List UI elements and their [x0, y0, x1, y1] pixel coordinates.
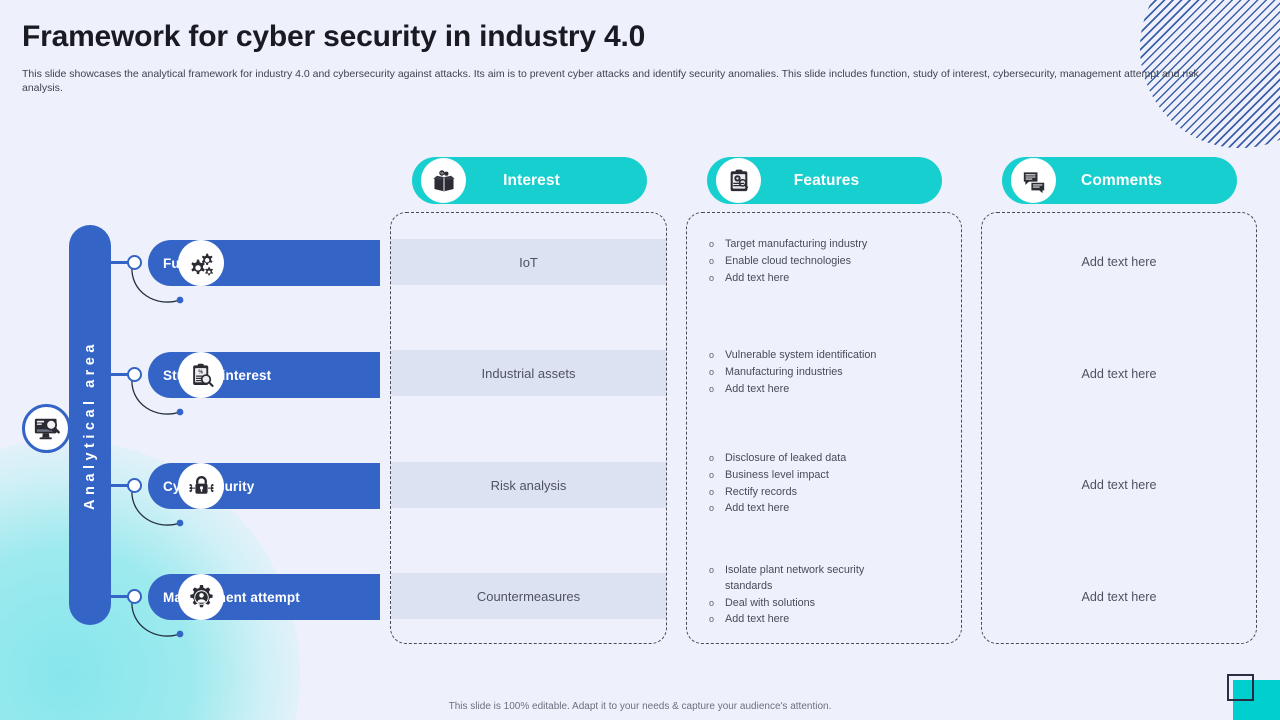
connector-line: [111, 595, 129, 598]
bullet-glyph: o: [709, 503, 715, 514]
bullet-glyph: o: [709, 469, 715, 480]
interest-cell-list: IoT Industrial assets Risk analysis Coun…: [391, 213, 666, 643]
page-title: Framework for cyber security in industry…: [22, 20, 646, 53]
chat-bubbles-icon: [1011, 158, 1056, 203]
connector-line: [111, 484, 129, 487]
clipboard-percent-search-icon: %: [178, 352, 224, 398]
feature-item: o Target manufacturing industry: [709, 237, 951, 253]
interest-cell: IoT: [391, 239, 666, 285]
slide-header: Framework for cyber security in industry…: [0, 0, 1280, 96]
feature-text: Add text here: [725, 271, 790, 284]
feature-text: Isolate plant network security standards: [725, 564, 865, 592]
connector-line: [111, 373, 129, 376]
feature-text: Target manufacturing industry: [725, 238, 868, 250]
interest-cell: Risk analysis: [391, 462, 666, 508]
feature-item: o Business level impact: [709, 468, 951, 484]
feature-item: o Vulnerable system identification: [709, 348, 951, 364]
bullet-glyph: o: [709, 453, 715, 463]
comment-cell: Add text here: [1081, 478, 1157, 492]
comment-cell: Add text here: [1081, 367, 1157, 381]
feature-text: Add text here: [725, 382, 790, 395]
connector-line: [111, 261, 129, 264]
comment-cell: Add text here: [1081, 590, 1157, 604]
feature-item: o Deal with solutions: [709, 596, 951, 612]
feature-item: o Add text here: [709, 382, 951, 398]
connector-node: [127, 478, 142, 493]
connector-node: [127, 255, 142, 270]
analytical-area-label: Analytical area: [82, 340, 98, 510]
padlock-network-icon: [178, 463, 224, 509]
column-header-features[interactable]: Features: [707, 157, 942, 204]
feature-item: o Enable cloud technologies: [709, 254, 951, 270]
feature-text: Manufacturing industries: [725, 365, 843, 378]
feature-item: o Manufacturing industries: [709, 365, 951, 381]
feature-text: Disclosure of leaked data: [725, 452, 847, 464]
bullet-glyph: o: [709, 272, 715, 283]
bullet-glyph: o: [709, 486, 715, 497]
svg-text:%: %: [440, 171, 444, 175]
clipboard-gear-icon: [716, 158, 761, 203]
feature-text: Add text here: [725, 613, 790, 626]
analytical-area-spine: Analytical area: [69, 225, 111, 625]
column-header-label: Comments: [1081, 171, 1162, 189]
bullet-glyph: o: [709, 350, 715, 360]
page-subtitle: This slide showcases the analytical fram…: [22, 67, 1199, 95]
feature-item: o Isolate plant network security standar…: [709, 563, 951, 595]
bullet-glyph: o: [709, 239, 715, 249]
connector-node: [127, 589, 142, 604]
feature-text: Vulnerable system identification: [725, 349, 877, 361]
feature-item: o Add text here: [709, 271, 951, 287]
feature-item: o Disclosure of leaked data: [709, 451, 951, 467]
svg-text:%: %: [198, 369, 203, 375]
interest-cell: Industrial assets: [391, 350, 666, 396]
feature-group: o Vulnerable system identification o Man…: [709, 348, 951, 398]
open-box-icon: %: [421, 158, 466, 203]
feature-item: o Add text here: [709, 612, 951, 628]
comment-cell: Add text here: [1081, 255, 1157, 269]
feature-group: o Disclosure of leaked data o Business l…: [709, 451, 951, 518]
footer-note: This slide is 100% editable. Adapt it to…: [448, 701, 832, 712]
column-header-label: Features: [793, 171, 860, 189]
feature-item: o Rectify records: [709, 485, 951, 501]
feature-text: Rectify records: [725, 485, 797, 498]
monitor-search-icon: [22, 404, 71, 453]
column-header-interest[interactable]: % Interest: [412, 157, 647, 204]
feature-item: o Add text here: [709, 501, 951, 517]
feature-group: o Isolate plant network security standar…: [709, 563, 951, 629]
feature-text: Deal with solutions: [725, 596, 816, 609]
bullet-glyph: o: [709, 383, 715, 394]
feature-text: Add text here: [725, 502, 790, 515]
column-header-comments[interactable]: Comments: [1002, 157, 1237, 204]
column-body-interest: IoT Industrial assets Risk analysis Coun…: [390, 212, 667, 644]
gears-icon: [178, 240, 224, 286]
feature-group: o Target manufacturing industry o Enable…: [709, 237, 951, 287]
connector-node: [127, 367, 142, 382]
bullet-glyph: o: [709, 255, 715, 266]
bullet-glyph: o: [709, 597, 715, 608]
bullet-glyph: o: [709, 565, 715, 575]
column-body-comments: Add text here Add text here Add text her…: [981, 212, 1257, 644]
bullet-glyph: o: [709, 366, 715, 377]
column-header-label: Interest: [503, 171, 560, 189]
feature-text: Enable cloud technologies: [725, 254, 852, 267]
feature-text: Business level impact: [725, 468, 829, 481]
column-body-features: o Target manufacturing industry o Enable…: [686, 212, 962, 644]
interest-cell: Countermeasures: [391, 573, 666, 619]
gear-user-icon: [178, 574, 224, 620]
corner-square-outline-decoration: [1227, 674, 1254, 701]
bullet-glyph: o: [709, 614, 715, 625]
